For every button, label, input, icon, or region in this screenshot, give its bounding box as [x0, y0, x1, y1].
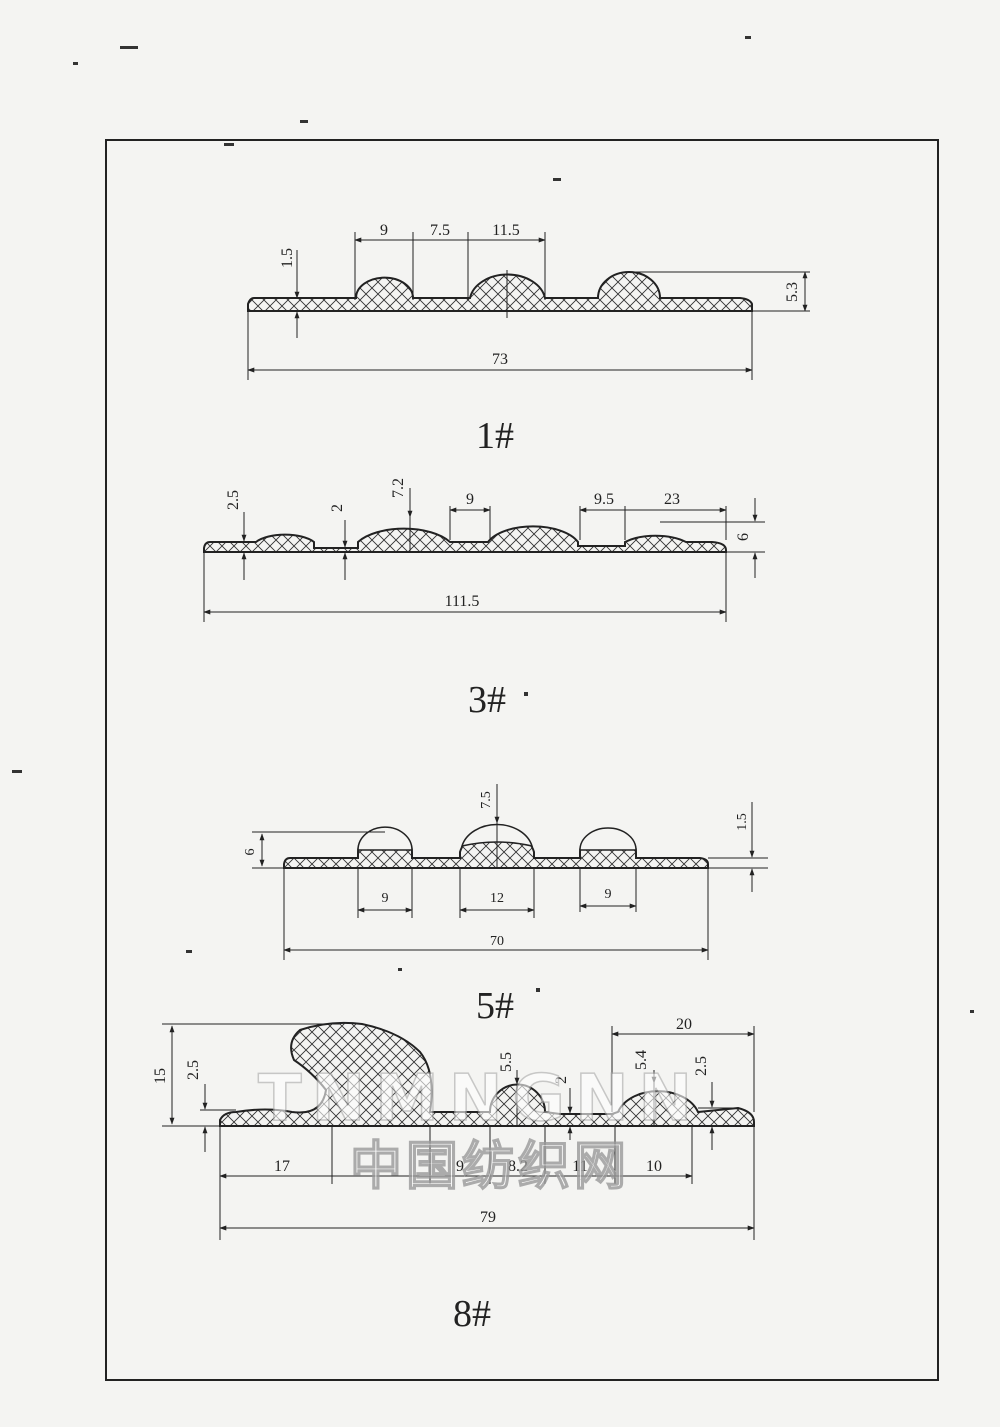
- dim-5-base: 1.5: [735, 813, 750, 831]
- dim-8-b2: 5.4: [633, 1050, 650, 1070]
- dim-8-s2: 9: [456, 1158, 464, 1175]
- profile-8-label: 8#: [453, 1293, 491, 1335]
- dim-3-total: 111.5: [445, 593, 480, 610]
- dim-3-bump: 7.2: [390, 478, 407, 498]
- profile-3: 9 9.5 23 2.5 2 7.2 6 111.5 3#: [203, 478, 765, 721]
- dim-8-s4: 11: [572, 1158, 587, 1175]
- dim-3-h1: 2.5: [225, 490, 242, 510]
- dim-8-g1: 2: [553, 1076, 570, 1084]
- dim-3-w3: 23: [664, 491, 680, 508]
- profile-1-label: 1#: [476, 415, 514, 457]
- dim-8-top: 20: [676, 1016, 692, 1033]
- dim-5-w2: 12: [490, 891, 504, 906]
- dim-8-s1: 17: [274, 1158, 290, 1175]
- dim-3-w1: 9: [466, 491, 474, 508]
- watermark-latin: TNMNGNN: [258, 1062, 702, 1136]
- profile-8: 17 9 8.2 11 10 15 2.5 5.5 2 5.4 2.5: [152, 1016, 755, 1335]
- dim-1-total: 73: [492, 351, 508, 368]
- dim-3-w2: 9.5: [594, 491, 614, 508]
- dim-1-w1: 9: [380, 222, 388, 239]
- dim-3-h3: 6: [735, 533, 752, 541]
- dim-8-s5: 10: [646, 1158, 662, 1175]
- dim-5-bump: 7.5: [479, 791, 494, 809]
- dim-5-h1: 6: [243, 849, 258, 856]
- dim-8-b1: 5.5: [498, 1052, 515, 1072]
- profile-3-label: 3#: [468, 679, 506, 721]
- dim-8-total: 79: [480, 1209, 496, 1226]
- profile-1: 9 7.5 11.5 1.5 5.3 73 1#: [247, 222, 810, 457]
- dim-1-height: 1.5: [279, 248, 296, 268]
- profile-8-shape: [219, 1021, 755, 1127]
- dim-1-bump: 5.3: [784, 282, 801, 302]
- drawing-border: [105, 139, 939, 1381]
- dim-1-w2: 7.5: [430, 222, 450, 239]
- dim-1-w3: 11.5: [492, 222, 519, 239]
- dim-5-total: 70: [490, 934, 504, 949]
- dim-8-h3: 2.5: [693, 1056, 710, 1076]
- profile-5: 9 12 9 7.5 6 1.5 70 5#: [243, 784, 768, 1027]
- watermark-chinese: 中国纺织网: [350, 1137, 630, 1197]
- profile-3-shape: [203, 525, 727, 553]
- dim-5-w3: 9: [605, 887, 612, 902]
- dim-3-h2: 2: [329, 504, 346, 512]
- dim-8-h1: 15: [152, 1068, 169, 1084]
- dim-8-h2: 2.5: [185, 1060, 202, 1080]
- dim-8-s3: 8.2: [508, 1158, 528, 1175]
- profile-5-label: 5#: [476, 985, 514, 1027]
- scan-noise: [12, 36, 974, 1013]
- dim-5-w1: 9: [382, 891, 389, 906]
- profile-1-shape: [247, 271, 753, 312]
